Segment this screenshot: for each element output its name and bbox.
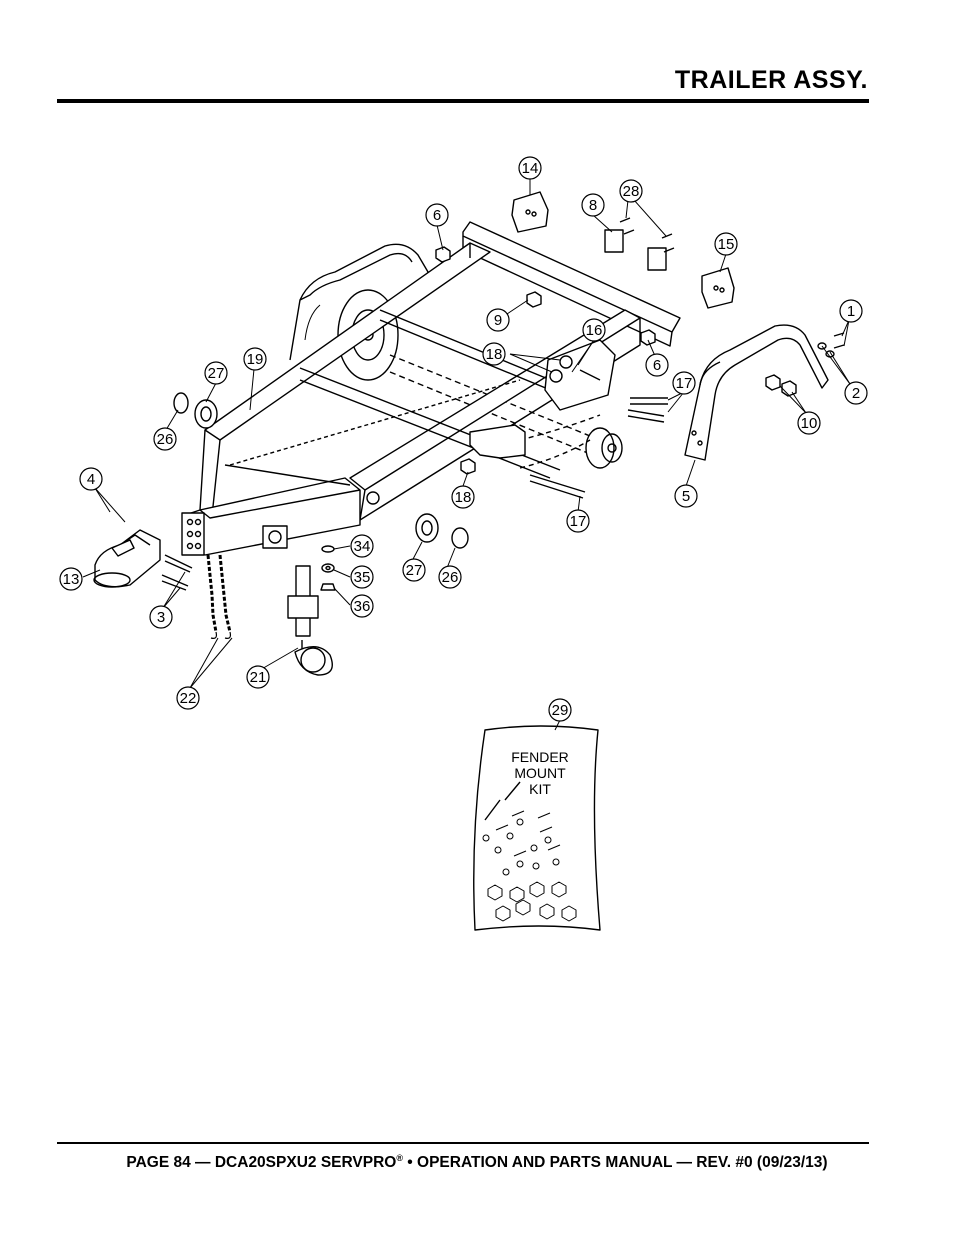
left-bearings	[173, 392, 218, 429]
hanger-bolts	[529, 397, 668, 499]
svg-text:18: 18	[486, 346, 503, 363]
rear-cross-member	[462, 221, 681, 347]
callout-1: 1	[839, 299, 863, 323]
callout-2: 2	[844, 381, 868, 405]
callout-9: 9	[486, 308, 510, 332]
callout-28: 28	[619, 179, 643, 203]
svg-text:3: 3	[157, 609, 165, 626]
under-bracket	[469, 424, 526, 459]
callout-17: 17	[566, 509, 590, 533]
svg-text:10: 10	[801, 415, 818, 432]
svg-text:5: 5	[682, 488, 690, 505]
svg-text:18: 18	[455, 489, 472, 506]
registered-mark: ®	[396, 1153, 403, 1163]
callout-34: 34	[350, 534, 374, 558]
svg-text:27: 27	[406, 562, 423, 579]
callout-14: 14	[518, 156, 542, 180]
jack-hardware	[320, 545, 336, 591]
light-brackets	[604, 217, 675, 271]
kit-label-line-3: KIT	[529, 781, 551, 797]
footer-suffix: • OPERATION AND PARTS MANUAL — REV. #0 (…	[402, 1154, 828, 1172]
callout-21: 21	[246, 665, 270, 689]
front-plate	[181, 512, 205, 556]
right-fender	[684, 324, 829, 461]
svg-text:17: 17	[676, 375, 693, 392]
footer-prefix: PAGE 84 — DCA20SPXU2 SERVPRO	[126, 1154, 397, 1172]
callout-18: 18	[482, 342, 506, 366]
svg-text:19: 19	[247, 351, 264, 368]
callout-15: 15	[714, 232, 738, 256]
spring-hanger	[544, 339, 616, 411]
callout-8: 8	[581, 193, 605, 217]
svg-text:8: 8	[589, 197, 597, 214]
callout-29: 29	[548, 698, 572, 722]
right-bearings	[415, 513, 469, 549]
callout-27: 27	[402, 558, 426, 582]
svg-text:29: 29	[552, 702, 569, 719]
svg-text:16: 16	[586, 322, 603, 339]
jack-mount	[262, 525, 288, 549]
callout-16: 16	[582, 318, 606, 342]
callout-27: 27	[204, 361, 228, 385]
leader-lines	[82, 178, 851, 731]
callout-6: 6	[425, 203, 449, 227]
page-title: TRAILER ASSY.	[674, 66, 868, 94]
svg-text:9: 9	[494, 312, 502, 329]
callout-36: 36	[350, 594, 374, 618]
svg-text:6: 6	[653, 357, 661, 374]
svg-text:1: 1	[847, 303, 855, 320]
tail-light-right	[701, 267, 735, 309]
tongue-jack	[287, 565, 333, 676]
callout-26: 26	[438, 565, 462, 589]
svg-text:4: 4	[87, 471, 95, 488]
svg-text:36: 36	[354, 598, 371, 615]
callout-6: 6	[645, 353, 669, 377]
callout-4: 4	[79, 467, 103, 491]
kit-label-line-2: MOUNT	[514, 765, 566, 781]
callout-17: 17	[672, 371, 696, 395]
tail-light-left	[511, 191, 549, 233]
coupler-bolts	[161, 554, 193, 591]
svg-text:2: 2	[852, 385, 860, 402]
page-footer: PAGE 84 — DCA20SPXU2 SERVPRO® • OPERATIO…	[0, 1153, 954, 1172]
callout-5: 5	[674, 484, 698, 508]
svg-text:26: 26	[442, 569, 459, 586]
svg-text:34: 34	[354, 538, 371, 555]
svg-text:14: 14	[522, 160, 539, 177]
kit-label-line-1: FENDER	[511, 749, 569, 765]
svg-text:22: 22	[180, 690, 197, 707]
svg-text:15: 15	[718, 236, 735, 253]
svg-text:35: 35	[354, 569, 371, 586]
callout-3: 3	[149, 605, 173, 629]
safety-chains	[206, 554, 232, 639]
svg-text:13: 13	[63, 571, 80, 588]
callout-22: 22	[176, 686, 200, 710]
callout-10: 10	[797, 411, 821, 435]
callout-35: 35	[350, 565, 374, 589]
svg-text:27: 27	[208, 365, 225, 382]
footer-rule	[57, 1142, 869, 1144]
callout-18: 18	[451, 485, 475, 509]
svg-text:6: 6	[433, 207, 441, 224]
svg-text:28: 28	[623, 183, 640, 200]
callout-13: 13	[59, 567, 83, 591]
fender-mount-kit	[473, 725, 601, 931]
frame-nuts	[435, 246, 656, 475]
coupler	[93, 529, 161, 588]
callout-26: 26	[153, 427, 177, 451]
callout-19: 19	[243, 347, 267, 371]
header-rule	[57, 99, 869, 103]
svg-text:26: 26	[157, 431, 174, 448]
svg-text:21: 21	[250, 669, 267, 686]
svg-text:17: 17	[570, 513, 587, 530]
